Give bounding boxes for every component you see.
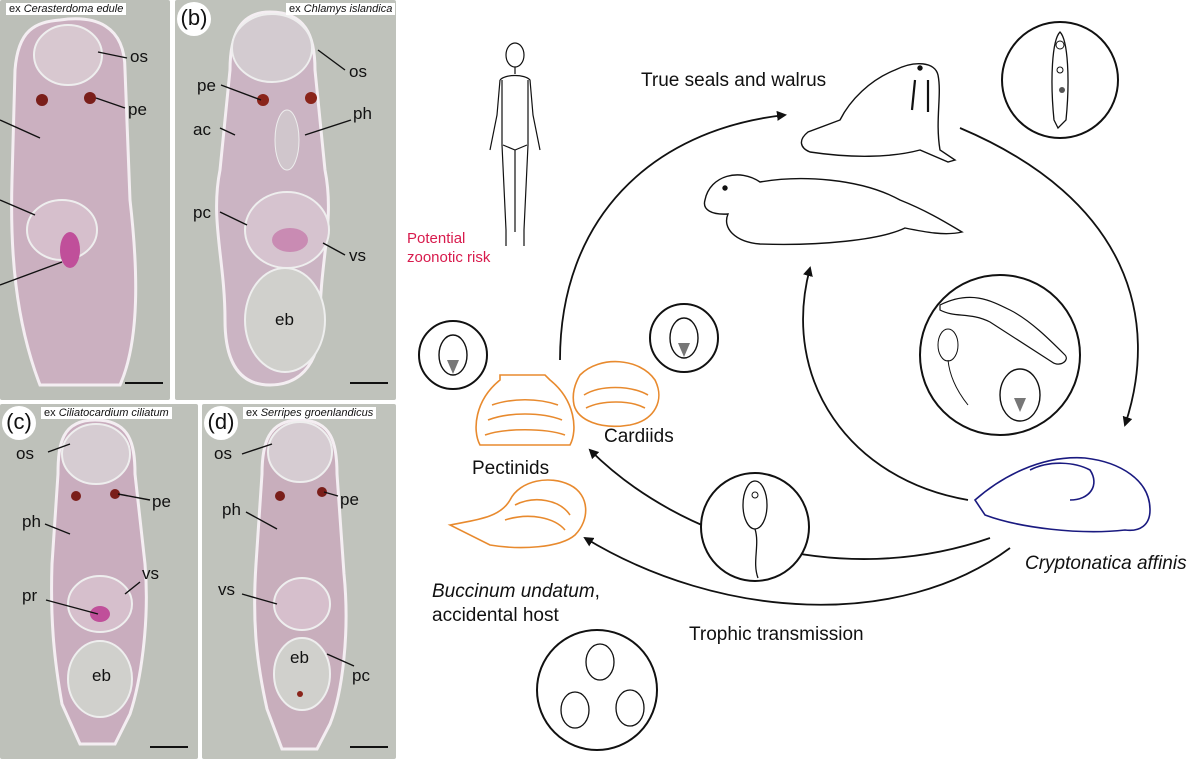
arrow-snail-to-seals	[802, 266, 969, 501]
micrograph-panel-c: (c) ex Ciliatocardium ciliatum os pe ph …	[0, 404, 198, 759]
metacercaria-circle-left	[418, 320, 488, 390]
worm-image-c	[44, 418, 188, 748]
panel-b-label-ac: ac	[193, 120, 211, 139]
cardiid-shell-icon	[572, 360, 660, 428]
panel-a-host: ex Cerasterdoma edule	[6, 3, 127, 15]
worm-image-b	[215, 10, 388, 387]
cercariae-circle	[919, 274, 1081, 436]
panel-d-label-vs: vs	[218, 580, 235, 599]
panel-b-tag: (b)	[177, 2, 211, 36]
cycle-arrows	[559, 110, 1139, 606]
buccinum-snail-icon	[447, 479, 587, 549]
panel-b-label-pc: pc	[193, 203, 211, 222]
panel-d-label-pc: pc	[352, 666, 370, 685]
arrow-to-buccinum	[583, 536, 1011, 606]
panel-c-label-os: os	[16, 444, 34, 463]
cryptonatica-species: Cryptonatica affinis	[1025, 553, 1187, 574]
arrow-to-cryptonatica	[959, 127, 1139, 427]
panel-b-host-species: Chlamys islandica	[303, 3, 393, 15]
panel-b-host: ex Chlamys islandica	[286, 3, 396, 15]
panel-c-tag: (c)	[2, 406, 36, 440]
life-cycle-diagram	[418, 21, 1151, 751]
panel-d-label-ph: ph	[222, 500, 241, 519]
buccinum-label: Buccinum undatum, accidental host	[432, 580, 600, 628]
micrograph-panel-d: (d) ex Serripes groenlandicus os pe ph v…	[202, 404, 396, 759]
panel-d-label-eb: eb	[290, 648, 309, 667]
pectinid-shell-icon	[475, 374, 575, 446]
panel-c-host: ex Ciliatocardium ciliatum	[41, 407, 172, 419]
panel-c-label-vs: vs	[142, 564, 159, 583]
panel-b-label-eb: eb	[275, 310, 294, 329]
cryptonatica-label: Cryptonatica affinis	[1025, 553, 1187, 575]
walrus-icon	[800, 63, 957, 163]
micrograph-panel-b: (b) ex Chlamys islandica pe os ac ph pc …	[175, 0, 396, 400]
panel-c-host-species: Ciliatocardium ciliatum	[58, 407, 169, 419]
zoonotic-risk-label: Potential zoonotic risk	[407, 229, 490, 267]
panel-c-label-pr: pr	[22, 586, 38, 605]
buccinum-species: Buccinum undatum	[432, 581, 595, 602]
panel-a-host-prefix: ex	[9, 3, 24, 15]
panel-a-label-pe: pe	[128, 100, 147, 119]
panel-a-label-os: os	[130, 47, 148, 66]
zoonotic-risk-line-1: Potential	[407, 230, 466, 247]
panel-b-label-os: os	[349, 62, 367, 81]
seal-icon	[703, 174, 964, 246]
metacercaria-circle-right	[649, 303, 719, 373]
panel-d-tag: (d)	[204, 406, 238, 440]
micrograph-panel-a: ex Cerasterdoma edule os pe	[0, 0, 170, 400]
buccinum-comma: ,	[594, 581, 600, 602]
arrow-to-seals	[559, 110, 787, 361]
adult-worm-circle	[1001, 21, 1119, 139]
panel-c-label-pe: pe	[152, 492, 171, 511]
zoonotic-risk-line-2: zoonotic risk	[407, 249, 491, 266]
panel-d-label-os: os	[214, 444, 232, 463]
panel-c-host-prefix: ex	[44, 407, 59, 419]
panel-b-label-ph: ph	[353, 104, 372, 123]
panel-b-host-prefix: ex	[289, 3, 304, 15]
cercaria-circle	[700, 472, 810, 582]
panel-d-host: ex Serripes groenlandicus	[243, 407, 377, 419]
pectinids-label: Pectinids	[472, 458, 550, 479]
seals-walrus-label: True seals and walrus	[641, 70, 827, 91]
trophic-transmission-label: Trophic transmission	[689, 624, 864, 645]
panel-a-host-species: Cerasterdoma edule	[23, 3, 124, 15]
panel-d-label-pe: pe	[340, 490, 359, 509]
cryptonatica-snail-icon	[973, 456, 1151, 533]
panel-b-label-vs: vs	[349, 246, 366, 265]
metacercariae-triple-circle	[536, 629, 658, 751]
panel-c-label-eb: eb	[92, 666, 111, 685]
worm-image-a	[0, 17, 163, 387]
panel-d-host-prefix: ex	[246, 407, 261, 419]
human-figure-icon	[489, 42, 541, 246]
worm-image-d	[241, 418, 388, 751]
panel-c-label-ph: ph	[22, 512, 41, 531]
panel-b-label-pe: pe	[197, 76, 216, 95]
cardiids-label: Cardiids	[604, 426, 674, 447]
panel-d-host-species: Serripes groenlandicus	[260, 407, 374, 419]
buccinum-line-2: accidental host	[432, 605, 559, 626]
